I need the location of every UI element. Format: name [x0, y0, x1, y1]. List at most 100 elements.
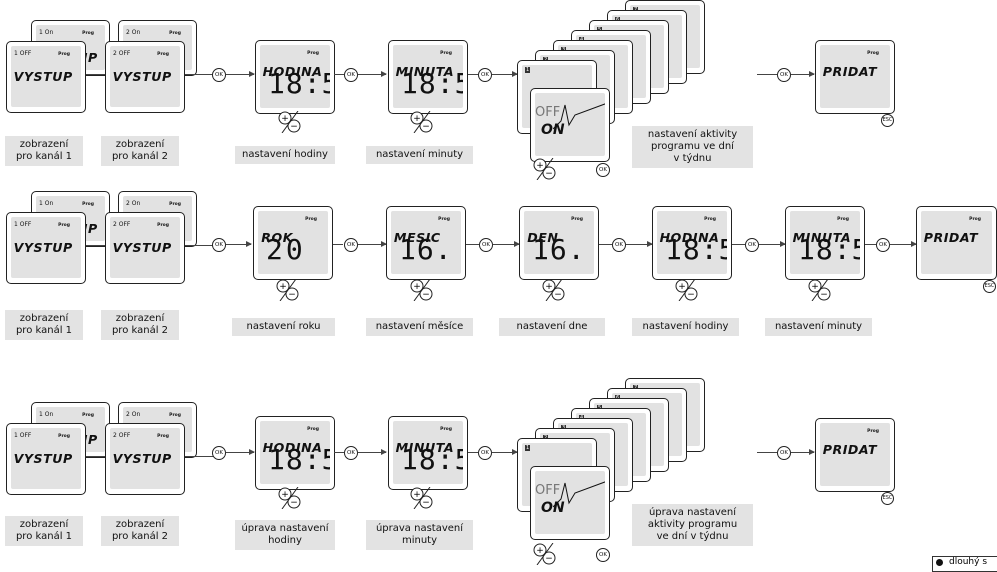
ok-button[interactable]: OK [777, 68, 791, 82]
svg-text:+: + [413, 490, 421, 500]
ok-button[interactable]: OK [596, 163, 610, 177]
connector-line [599, 244, 612, 245]
connector-line [334, 74, 344, 75]
prog-indicator: Prog [82, 202, 94, 207]
connector-line [334, 452, 344, 453]
svg-text:+: + [413, 282, 421, 292]
ok-button[interactable]: OK [596, 548, 610, 562]
legend: dlouhý s [932, 556, 997, 572]
ok-button[interactable]: OK [478, 68, 492, 82]
svg-text:+: + [678, 282, 686, 292]
connector-line [185, 456, 214, 457]
caption: nastavení hodiny [632, 318, 739, 336]
connector-line [333, 244, 343, 245]
ok-button[interactable]: OK [612, 238, 626, 252]
plus-minus-buttons[interactable]: +− [675, 278, 703, 302]
plus-minus-buttons[interactable]: +− [808, 278, 836, 302]
plus-minus-buttons[interactable]: +− [278, 486, 306, 510]
display-label: VYSTUP [13, 452, 73, 466]
plus-minus-buttons[interactable]: +− [533, 157, 561, 181]
display-value: 16. 11 [532, 233, 594, 266]
esc-button[interactable]: ESC [881, 114, 894, 127]
channel-tag: 1 OFF [14, 432, 32, 439]
ok-button[interactable]: OK [479, 238, 493, 252]
svg-text:+: + [811, 282, 819, 292]
ok-button[interactable]: OK [344, 238, 358, 252]
day-number: 1 [525, 445, 531, 451]
prog-indicator: Prog [157, 52, 169, 57]
ok-button[interactable]: OK [745, 238, 759, 252]
ok-button[interactable]: OK [876, 238, 890, 252]
display-label: VYSTUP [112, 241, 172, 255]
display-value: 18:52 [798, 233, 860, 266]
plus-minus-buttons[interactable]: +− [276, 278, 304, 302]
ok-button[interactable]: OK [777, 446, 791, 460]
caption: nastavení měsíce [366, 318, 473, 336]
display-value: 20 10 [266, 233, 328, 266]
display-value: 18:52 [268, 443, 330, 476]
channel-tag: 1 OFF [14, 50, 32, 57]
svg-text:+: + [281, 490, 289, 500]
ok-button[interactable]: OK [344, 446, 358, 460]
ok-button[interactable]: OK [344, 68, 358, 82]
display-label: MINUTA [395, 65, 455, 79]
prog-indicator: Prog [58, 223, 70, 228]
plus-minus-buttons[interactable]: +− [410, 486, 438, 510]
svg-text:+: + [545, 282, 553, 292]
ok-button[interactable]: OK [212, 446, 226, 460]
day-number: 1 [525, 67, 531, 73]
svg-text:+: + [536, 161, 544, 171]
channel-tag: 2 On [126, 411, 141, 418]
ok-button[interactable]: OK [212, 68, 226, 82]
display-value: 18:52 [401, 67, 463, 100]
plus-minus-buttons[interactable]: +− [410, 278, 438, 302]
flow-arrow [791, 449, 815, 455]
connector-line [468, 74, 478, 75]
svg-text:−: − [820, 290, 828, 300]
flow-arrow [890, 241, 917, 247]
caption: nastavení roku [232, 318, 335, 336]
plus-minus-buttons[interactable]: +− [278, 110, 306, 134]
svg-text:−: − [687, 290, 695, 300]
ok-button[interactable]: OK [478, 446, 492, 460]
prog-indicator: Prog [82, 31, 94, 36]
plus-minus-buttons[interactable]: +− [542, 278, 570, 302]
ok-button[interactable]: OK [212, 238, 226, 252]
esc-button[interactable]: ESC [983, 280, 996, 293]
flow-arrow [492, 71, 518, 77]
flow-arrow [759, 241, 786, 247]
svg-text:+: + [536, 546, 544, 556]
plus-minus-buttons[interactable]: +− [533, 542, 561, 566]
channel-tag: 2 On [126, 200, 141, 207]
plus-minus-buttons[interactable]: +− [410, 110, 438, 134]
connector-line [732, 244, 745, 245]
svg-text:−: − [288, 290, 296, 300]
legend-text: dlouhý s [949, 557, 988, 567]
channel-tag: 1 On [39, 200, 54, 207]
flow-arrow [493, 241, 520, 247]
caption: nastavení minuty [765, 318, 872, 336]
prog-indicator: Prog [82, 413, 94, 418]
esc-button[interactable]: ESC [881, 492, 894, 505]
